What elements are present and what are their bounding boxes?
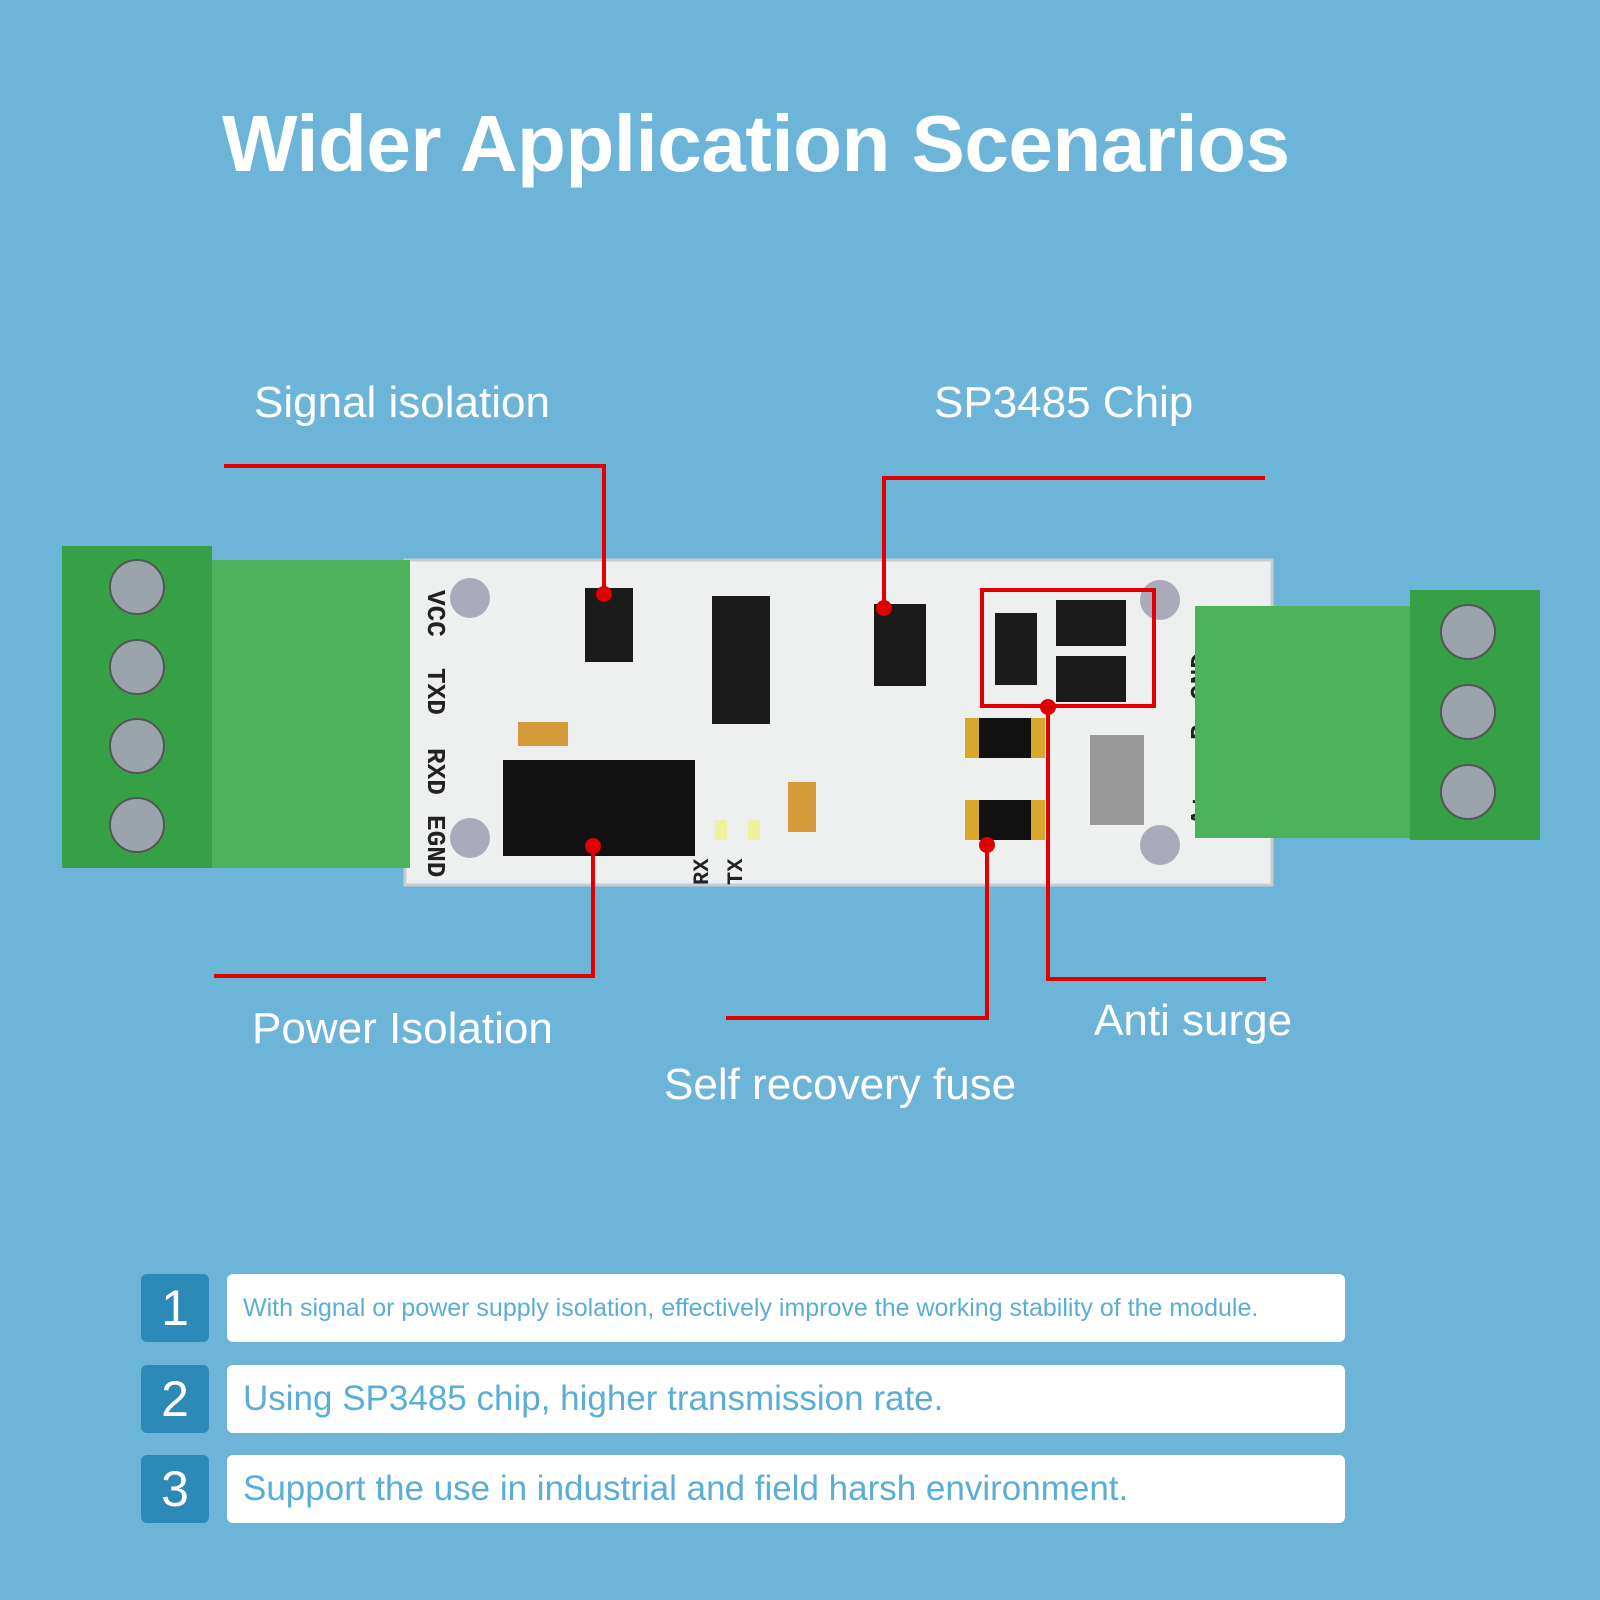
tantalum-cap (788, 782, 816, 832)
callout-dot (876, 600, 892, 616)
isolator-chip (585, 588, 633, 662)
fuse-pad (1031, 800, 1045, 840)
terminal-screw (109, 718, 165, 774)
callout-power-isolation: Power Isolation (252, 1004, 553, 1053)
callout-anti-surge: Anti surge (1094, 996, 1293, 1045)
terminal-screw (109, 559, 165, 615)
callout-dot (596, 586, 612, 602)
fuse-pad (965, 800, 979, 840)
terminal-screw (1440, 684, 1496, 740)
terminal-screw (1440, 764, 1496, 820)
led-label-tx: TX (724, 858, 749, 885)
callout-line-signal-isolation (224, 464, 606, 594)
callout-dot (1040, 699, 1056, 715)
callout-dot (979, 837, 995, 853)
feature-text-2: Using SP3485 chip, higher transmission r… (227, 1365, 1345, 1433)
right-terminal-plug (1195, 606, 1425, 838)
callout-sp3485-chip: SP3485 Chip (934, 378, 1194, 427)
pin-label-egnd: EGND (420, 815, 450, 877)
anti-surge-highlight-box (980, 588, 1156, 708)
fuse-pad (1031, 718, 1045, 758)
callout-line-power-isolation (214, 846, 595, 978)
left-terminal-plug (212, 560, 410, 868)
callout-line-anti-surge (1046, 707, 1266, 981)
tvs-diode (995, 613, 1037, 685)
callout-line-sp3485 (882, 476, 1265, 608)
mount-hole (450, 578, 490, 618)
feature-number-3: 3 (141, 1455, 209, 1523)
feature-number-2: 2 (141, 1365, 209, 1433)
led (748, 820, 760, 840)
led (715, 820, 727, 840)
callout-dot (585, 838, 601, 854)
terminal-screw (1440, 604, 1496, 660)
feature-text-1: With signal or power supply isolation, e… (227, 1274, 1345, 1342)
feature-number-1: 1 (141, 1274, 209, 1342)
tvs-diode (1056, 656, 1126, 702)
page-title: Wider Application Scenarios (222, 99, 1290, 188)
callout-self-recovery-fuse: Self recovery fuse (664, 1060, 1017, 1109)
terminal-screw (109, 639, 165, 695)
led-label-rx: RX (690, 858, 715, 885)
pin-label-vcc: VCC (420, 590, 450, 637)
tvs-diode (1056, 600, 1126, 646)
terminal-screw (109, 797, 165, 853)
pin-label-txd: TXD (420, 668, 450, 715)
sp3485-chip (874, 604, 926, 686)
tantalum-cap (518, 722, 568, 746)
callout-line-fuse (726, 845, 989, 1020)
power-isolation-module (503, 760, 695, 856)
callout-signal-isolation: Signal isolation (254, 378, 550, 427)
feature-text-3: Support the use in industrial and field … (227, 1455, 1345, 1523)
fuse-pad (965, 718, 979, 758)
mount-hole (1140, 580, 1180, 620)
pin-label-rxd: RXD (420, 748, 450, 795)
mount-hole (1140, 825, 1180, 865)
mount-hole (450, 818, 490, 858)
inductor (1090, 735, 1144, 825)
ic-chip (712, 596, 770, 724)
